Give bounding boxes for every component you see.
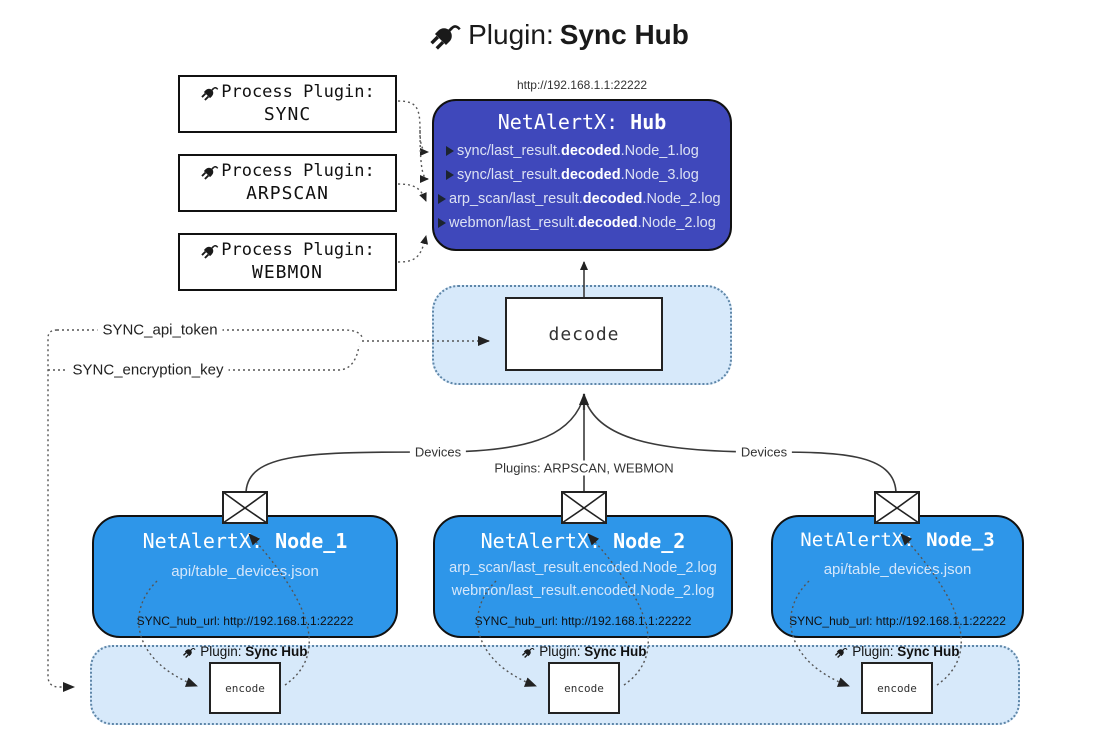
plugin-tag-bold: Sync Hub — [584, 644, 647, 659]
plugin-tag-prefix: Plugin: — [852, 644, 898, 659]
title-bold: Sync Hub — [559, 19, 689, 50]
plug-icon — [201, 165, 219, 180]
node-file-line: api/table_devices.json — [171, 563, 319, 580]
process-plugin-text: Process Plugin: — [221, 161, 375, 181]
plug-icon — [183, 648, 196, 659]
arrow-right-icon — [446, 170, 454, 180]
node-title: NetAlertX: Node_2 — [480, 529, 686, 553]
node-title: NetAlertX: Node_3 — [800, 529, 995, 551]
envelope-icon — [561, 491, 607, 524]
plug-icon — [201, 244, 219, 259]
devices-edge-label-left: Devices — [409, 444, 467, 460]
encode-box: encode — [861, 662, 933, 714]
plug-icon — [835, 648, 848, 659]
hub-log-text: arp_scan/last_result.decoded.Node_2.log — [449, 191, 721, 207]
encode-plugin-tag: Plugin: Sync Hub — [484, 644, 684, 659]
encode-box: encode — [548, 662, 620, 714]
node-hub-url: SYNC_hub_url: http://192.168.1.1:22222 — [474, 614, 692, 628]
process-plugin-text: Process Plugin: — [221, 240, 375, 260]
process-plugin-box-sync: Process Plugin: SYNC — [178, 75, 397, 133]
plugin-tag-prefix: Plugin: — [200, 644, 246, 659]
node-file-line: arp_scan/last_result.encoded.Node_2.log — [449, 560, 717, 576]
sync-api-token-label: SYNC_api_token — [97, 321, 223, 339]
plugin-tag-prefix: Plugin: — [539, 644, 585, 659]
encode-plugin-tag: Plugin: Sync Hub — [145, 644, 345, 659]
hub-title-bold: Hub — [630, 110, 667, 134]
netalertx-node1-box: NetAlertX: Node_1 api/table_devices.json… — [92, 515, 398, 638]
hub-log-line: arp_scan/last_result.decoded.Node_2.log — [438, 187, 726, 211]
encode-plugin-tag: Plugin: Sync Hub — [797, 644, 997, 659]
plug-icon — [430, 25, 461, 50]
process-plugin-box-webmon: Process Plugin: WEBMON — [178, 233, 397, 291]
node-hub-url: SYNC_hub_url: http://192.168.1.1:22222 — [789, 614, 1006, 628]
hub-log-text: sync/last_result.decoded.Node_1.log — [457, 143, 699, 159]
arrow-right-icon — [438, 218, 446, 228]
process-plugin-name: ARPSCAN — [246, 183, 329, 204]
hub-log-text: webmon/last_result.decoded.Node_2.log — [449, 215, 716, 231]
node-file-line: webmon/last_result.encoded.Node_2.log — [451, 583, 715, 599]
node-file-line: api/table_devices.json — [823, 561, 972, 578]
devices-edge-label-right: Devices — [735, 444, 793, 460]
sync-encryption-key-label: SYNC_encryption_key — [67, 361, 229, 379]
process-plugin-box-arpscan: Process Plugin: ARPSCAN — [178, 154, 397, 212]
process-plugin-label: Process Plugin: — [180, 161, 395, 181]
netalertx-hub-box: NetAlertX: Hub sync/last_result.decoded.… — [432, 99, 732, 251]
plug-icon — [522, 648, 535, 659]
node-title: NetAlertX: Node_1 — [142, 529, 348, 553]
envelope-icon — [222, 491, 268, 524]
netalertx-node3-box: NetAlertX: Node_3 api/table_devices.json… — [771, 515, 1024, 638]
envelope-icon — [874, 491, 920, 524]
plugin-tag-bold: Sync Hub — [897, 644, 960, 659]
plug-icon — [201, 86, 219, 101]
hub-title-prefix: NetAlertX: — [497, 110, 631, 134]
encode-box: encode — [209, 662, 281, 714]
hub-log-line: sync/last_result.decoded.Node_1.log — [446, 139, 726, 163]
plugins-edge-label: Plugins: ARPSCAN, WEBMON — [489, 460, 679, 476]
arrow-right-icon — [446, 146, 454, 156]
process-plugin-label: Process Plugin: — [180, 82, 395, 102]
hub-log-text: sync/last_result.decoded.Node_3.log — [457, 167, 699, 183]
process-plugin-text: Process Plugin: — [221, 82, 375, 102]
netalertx-node2-box: NetAlertX: Node_2 arp_scan/last_result.e… — [433, 515, 733, 638]
process-plugin-label: Process Plugin: — [180, 240, 395, 260]
arrow-right-icon — [438, 194, 446, 204]
page-title: Plugin: Sync Hub — [0, 18, 1117, 52]
hub-log-line: webmon/last_result.decoded.Node_2.log — [438, 211, 726, 235]
hub-url-label: http://192.168.1.1:22222 — [516, 78, 648, 92]
hub-log-line: sync/last_result.decoded.Node_3.log — [446, 163, 726, 187]
process-plugin-name: WEBMON — [251, 262, 324, 283]
hub-title: NetAlertX: Hub — [438, 110, 726, 134]
title-prefix: Plugin: — [468, 19, 554, 50]
decode-box: decode — [505, 297, 663, 371]
process-plugin-name: SYNC — [263, 104, 312, 125]
plugin-tag-bold: Sync Hub — [245, 644, 308, 659]
node-hub-url: SYNC_hub_url: http://192.168.1.1:22222 — [136, 614, 354, 628]
